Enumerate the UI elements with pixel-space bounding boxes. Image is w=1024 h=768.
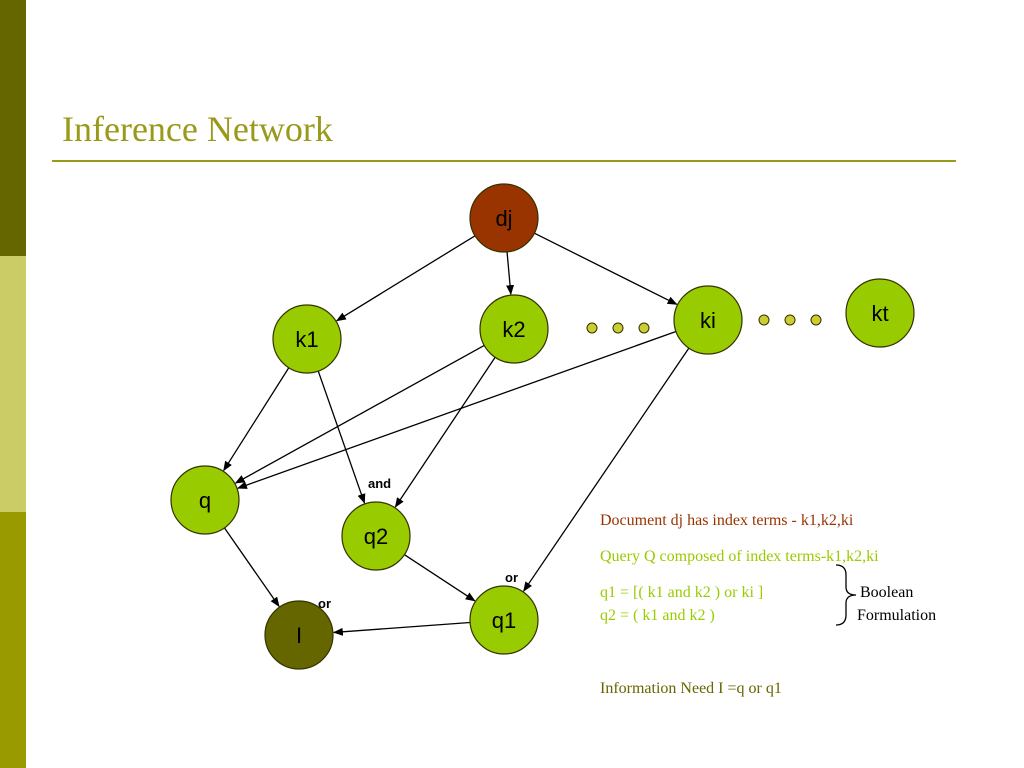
node-dj: dj <box>469 183 539 253</box>
q1-formula-text: q1 = [( k1 and k2 ) or ki ] <box>600 584 764 601</box>
edge-dj-to-ki <box>534 232 678 305</box>
formulation-label: Formulation <box>857 607 937 624</box>
sidebar-band-middle <box>0 256 26 512</box>
edge-dj-to-k2 <box>506 251 515 296</box>
edge-k2-to-q2 <box>394 356 496 508</box>
node-k1: k1 <box>272 304 342 374</box>
ellipsis-dot <box>784 314 796 326</box>
sidebar-band-bottom <box>0 512 26 768</box>
ellipsis-dot <box>612 322 624 334</box>
node-label-q: q <box>199 488 211 513</box>
edge-ki-to-q1 <box>523 347 690 592</box>
edge-dj-to-k1 <box>335 235 476 322</box>
slide-title: Inference Network <box>62 109 333 149</box>
node-circle-q1 <box>469 585 539 655</box>
query-terms-text: Query Q composed of index terms-k1,k2,ki <box>600 548 879 565</box>
edge-k1-to-q <box>223 367 290 472</box>
node-I: I <box>264 600 334 670</box>
node-circle-q <box>170 465 240 535</box>
node-label-k2: k2 <box>502 317 525 342</box>
information-need-text: Information Need I =q or q1 <box>600 680 782 697</box>
and-operator-label: and <box>368 476 391 491</box>
node-label-ki: ki <box>700 308 716 333</box>
node-label-q2: q2 <box>364 524 388 549</box>
node-kt: kt <box>845 278 915 348</box>
edge-q1-to-I <box>332 621 471 636</box>
edge-k1-to-q2 <box>317 370 366 504</box>
node-q: q <box>170 465 240 535</box>
sidebar-band-top <box>0 0 26 256</box>
ellipsis-dot <box>586 322 598 334</box>
node-k2: k2 <box>479 294 549 364</box>
edges-layer <box>223 232 690 636</box>
node-label-q1: q1 <box>492 608 516 633</box>
node-ki: ki <box>673 285 743 355</box>
node-circle-kt <box>845 278 915 348</box>
ellipsis-dot <box>638 322 650 334</box>
node-q2: q2 <box>341 501 411 571</box>
node-label-dj: dj <box>495 206 512 231</box>
boolean-label: Boolean <box>860 584 914 601</box>
curly-brace-icon <box>835 564 857 626</box>
q2-formula-text: q2 = ( k1 and k2 ) <box>600 607 715 624</box>
or-operator-label-q1: or <box>505 570 518 585</box>
node-label-I: I <box>296 623 302 648</box>
ellipsis-dot <box>758 314 770 326</box>
node-label-k1: k1 <box>295 327 318 352</box>
node-circle-dj <box>469 183 539 253</box>
edge-k2-to-q <box>234 344 485 484</box>
nodes-layer: dj k1 k2 ki kt q q2 q1I <box>170 183 915 670</box>
node-label-kt: kt <box>871 301 888 326</box>
node-circle-ki <box>673 285 743 355</box>
title-underline <box>52 160 956 162</box>
node-circle-q2 <box>341 501 411 571</box>
ellipsis-dots <box>586 314 822 334</box>
node-circle-I <box>264 600 334 670</box>
ellipsis-dot <box>810 314 822 326</box>
edge-ki-to-q <box>237 330 677 489</box>
node-q1: q1 <box>469 585 539 655</box>
node-circle-k1 <box>272 304 342 374</box>
edge-q2-to-q1 <box>404 554 476 602</box>
or-operator-label-i: or <box>318 596 331 611</box>
edge-q-to-I <box>223 527 280 608</box>
node-circle-k2 <box>479 294 549 364</box>
document-terms-text: Document dj has index terms - k1,k2,ki <box>600 512 854 529</box>
